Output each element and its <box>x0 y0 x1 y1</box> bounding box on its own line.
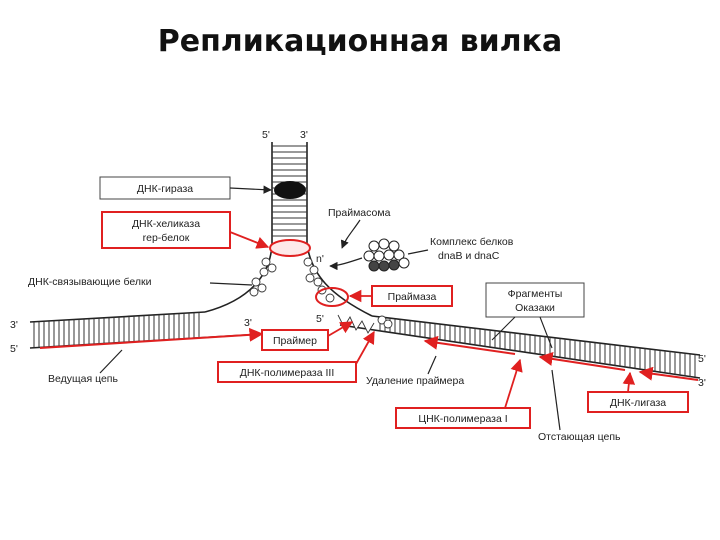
complex-pointer <box>407 249 429 255</box>
label-primasome: Праймасома <box>328 207 391 219</box>
label-ssb: ДНК-связывающие белки <box>28 276 152 288</box>
primase-shape <box>315 287 349 307</box>
leading-pointer <box>99 349 123 374</box>
label-top-5prime: 5' <box>262 129 270 141</box>
n-prime-pointer <box>329 257 363 271</box>
label-gyrase: ДНК-гираза <box>137 183 193 195</box>
okazaki-fragments <box>423 335 699 381</box>
slide-title: Репликационная вилка <box>157 24 563 59</box>
label-pol3: ДНК-полимераза III <box>240 367 335 379</box>
pol3-shape <box>337 314 375 334</box>
ssb-pointer <box>209 282 253 286</box>
label-ligase: ДНК-лигаза <box>610 397 666 409</box>
callout-ligase: ДНК-лигаза <box>587 371 689 413</box>
callout-primer: Праймер <box>261 321 354 351</box>
label-okazaki-line2: Оказаки <box>515 302 555 314</box>
label-complex-line2: dnaB и dnaC <box>438 250 500 262</box>
label-left-5prime: 5' <box>10 343 18 355</box>
dnab-dnac-complex <box>363 238 410 272</box>
label-lead-3prime: 3' <box>244 317 252 329</box>
leading-strand <box>29 311 264 349</box>
callout-pol3: ДНК-полимераза III <box>217 330 375 383</box>
leading-strand-arrow <box>39 327 264 349</box>
label-pol1: ЦНК-полимераза I <box>418 413 507 425</box>
label-leading: Ведущая цепь <box>48 373 118 385</box>
primasome-pointer <box>340 219 361 249</box>
callout-gyrase: ДНК-гираза <box>99 176 272 200</box>
callout-pol1: ЦНК-полимераза I <box>395 358 531 429</box>
primer-removal-pointer <box>427 355 437 375</box>
label-top-3prime: 3' <box>300 129 308 141</box>
label-complex-line1: Комплекс белков <box>430 236 514 248</box>
label-okazaki-line1: Фрагменты <box>508 288 563 300</box>
gyrase-shape <box>274 181 306 199</box>
label-helicase-line1: ДНК-хеликаза <box>132 218 200 230</box>
helicase-shape <box>269 239 311 257</box>
label-lag-5prime: 5' <box>316 313 324 325</box>
label-right-5prime: 5' <box>698 353 706 365</box>
lagging-pointer <box>551 369 561 431</box>
ssb-beads <box>249 257 393 329</box>
lagging-strand <box>339 315 701 381</box>
label-right-3prime: 3' <box>698 377 706 389</box>
callout-okazaki: Фрагменты Оказаки <box>485 282 585 349</box>
label-left-3prime: 3' <box>10 319 18 331</box>
callout-primase: Праймаза <box>348 285 453 307</box>
label-helicase-line2: rep-белок <box>143 232 190 244</box>
label-n-prime: n' <box>316 253 324 265</box>
label-lagging: Отстающая цепь <box>538 431 621 443</box>
label-primase: Праймаза <box>388 291 437 303</box>
label-primer: Праймер <box>273 335 317 347</box>
label-primer-removal: Удаление праймера <box>366 375 464 387</box>
callout-helicase: ДНК-хеликаза rep-белок <box>101 211 270 249</box>
